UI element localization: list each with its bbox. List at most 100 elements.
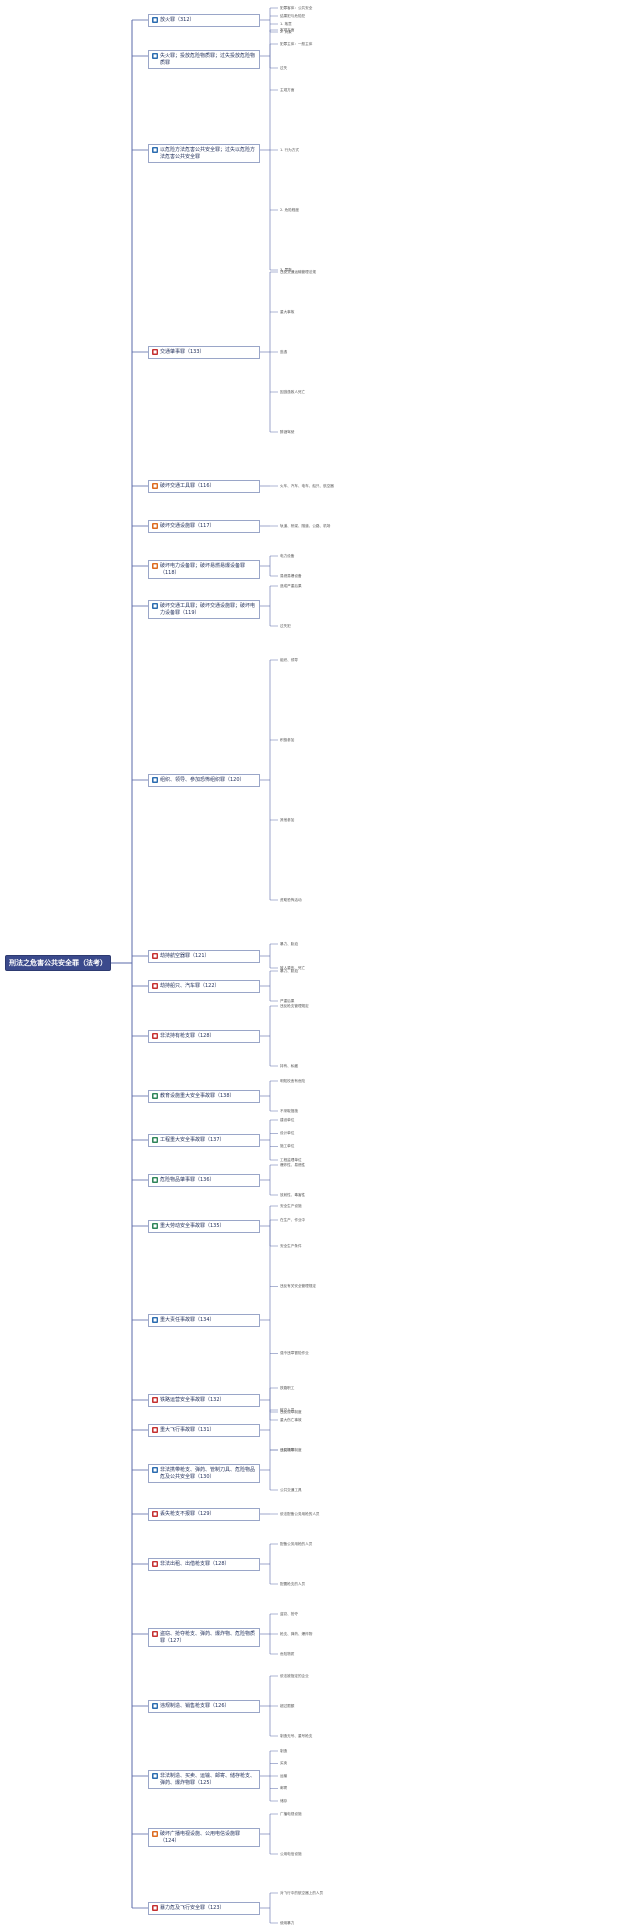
branch-detail: 致人重伤、死亡 <box>280 965 306 970</box>
branch-detail: 2. 危险程度 <box>280 207 299 212</box>
branch-label: 重大飞行事故罪（131） <box>160 1427 215 1433</box>
branch-node-b10[interactable]: ■劫持航空器罪（121） <box>148 950 260 963</box>
branch-node-b1[interactable]: ■放火罪（312） <box>148 14 260 27</box>
branch-detail: 设计单位 <box>280 1131 295 1136</box>
branch-node-b14[interactable]: ■工程重大安全事故罪（137） <box>148 1134 260 1147</box>
branch-label: 丢失枪支不报罪（129） <box>160 1511 215 1517</box>
branch-label: 破坏广播电视设施、公用电信设施罪（124） <box>160 1831 241 1844</box>
branch-node-b3[interactable]: ■以危险方法危害公共安全罪；过失以危险方法危害公共安全罪 <box>148 144 260 163</box>
branch-green-icon: ■ <box>152 1222 158 1230</box>
branch-node-b25[interactable]: ■非法制造、买卖、运输、邮寄、储存枪支、弹药、爆炸物罪（125） <box>148 1770 260 1789</box>
branch-node-b2[interactable]: ■失火罪；投放危险物质罪；过失投放危险物质罪 <box>148 50 260 69</box>
branch-blue-icon: ■ <box>152 776 158 784</box>
branch-detail: 工程监理单位 <box>280 1157 302 1162</box>
branch-node-b22[interactable]: ■非法出租、出借枪支罪（128） <box>148 1558 260 1571</box>
branch-label: 重大劳动安全事故罪（135） <box>160 1223 225 1229</box>
branch-label: 失火罪；投放危险物质罪；过失投放危险物质罪 <box>160 53 256 66</box>
branch-label: 组织、领导、参加恐怖组织罪（120） <box>160 777 245 783</box>
branch-node-b19[interactable]: ■重大飞行事故罪（131） <box>148 1424 260 1437</box>
branch-red-icon: ■ <box>152 1630 158 1638</box>
branch-red-icon: ■ <box>152 348 158 356</box>
branch-detail: 建设单位 <box>280 1117 295 1122</box>
branch-detail: 组织、领导 <box>280 657 298 662</box>
branch-node-b27[interactable]: ■暴力危及飞行安全罪（123） <box>148 1902 260 1915</box>
branch-blue-icon: ■ <box>152 16 158 24</box>
branch-detail: 公用电信设施 <box>280 1851 302 1856</box>
branch-detail: 超过限额 <box>280 1703 295 1708</box>
branch-label: 劫持航空器罪（121） <box>160 953 210 959</box>
branch-red-icon: ■ <box>152 1560 158 1568</box>
branch-detail: 违反规章制度 <box>280 1409 302 1414</box>
branch-label: 破坏交通工具罪；破坏交通设施罪；破坏电力设备罪（119） <box>160 603 256 616</box>
branch-label: 危险物品肇事罪（136） <box>160 1177 215 1183</box>
branch-node-b26[interactable]: ■破坏广播电视设施、公用电信设施罪（124） <box>148 1828 260 1847</box>
branch-detail: 航空人员 <box>280 1407 295 1412</box>
branch-detail: 使用暴力 <box>280 1920 295 1925</box>
branch-detail: 火车、汽车、电车、船只、航空器 <box>280 483 334 488</box>
branch-node-b16[interactable]: ■重大劳动安全事故罪（135） <box>148 1220 260 1233</box>
branch-detail: 逃逸 <box>280 349 288 354</box>
branch-blue-icon: ■ <box>152 1466 158 1474</box>
branch-detail: 持有、私藏 <box>280 1063 298 1068</box>
branch-node-b4[interactable]: ■交通肇事罪（133） <box>148 346 260 359</box>
branch-detail: 违反规章制度 <box>280 1447 302 1452</box>
branch-detail: 危险物质 <box>280 1651 295 1656</box>
branch-detail: 配备公务用枪的人员 <box>280 1541 313 1546</box>
branch-orange-icon: ■ <box>152 522 158 530</box>
branch-detail: 1. 行为方式 <box>280 147 299 152</box>
branch-label: 盗窃、抢夺枪支、弹药、爆炸物、危险物质罪（127） <box>160 1631 256 1644</box>
branch-node-b15[interactable]: ■危险物品肇事罪（136） <box>148 1174 260 1187</box>
branch-node-b5[interactable]: ■破坏交通工具罪（116） <box>148 480 260 493</box>
branch-label: 劫持船只、汽车罪（122） <box>160 983 220 989</box>
branch-label: 铁路运营安全事故罪（132） <box>160 1397 225 1403</box>
branch-blue-icon: ■ <box>152 1316 158 1324</box>
branch-detail: 轨道、桥梁、隧道、公路、机场 <box>280 523 331 528</box>
branch-node-b24[interactable]: ■违规制造、销售枪支罪（126） <box>148 1700 260 1713</box>
branch-node-b17[interactable]: ■重大责任事故罪（134） <box>148 1314 260 1327</box>
branch-detail: 主观方面 <box>280 87 295 92</box>
branch-detail: 重大事故 <box>280 309 295 314</box>
branch-label: 破坏电力设备罪；破坏易燃易爆设备罪（118） <box>160 563 246 576</box>
branch-detail: 配置枪支的人员 <box>280 1581 306 1586</box>
branch-detail: 依法被指定的企业 <box>280 1673 309 1678</box>
branch-node-b11[interactable]: ■劫持船只、汽车罪（122） <box>148 980 260 993</box>
branch-node-b8[interactable]: ■破坏交通工具罪；破坏交通设施罪；破坏电力设备罪（119） <box>148 600 260 619</box>
branch-node-b20[interactable]: ■非法携带枪支、弹药、管制刀具、危险物品危及公共安全罪（130） <box>148 1464 260 1483</box>
root-node[interactable]: 刑法之危害公共安全罪（法考） <box>6 956 110 970</box>
branch-detail: 枪支、弹药、爆炸物 <box>280 1631 313 1636</box>
branch-label: 工程重大安全事故罪（137） <box>160 1137 225 1143</box>
branch-detail: 邮寄 <box>280 1786 288 1791</box>
branch-detail: 铁路职工 <box>280 1385 295 1390</box>
branch-green-icon: ■ <box>152 1136 158 1144</box>
branch-detail: 过失犯 <box>280 623 291 628</box>
branch-detail: 强令违章冒险作业 <box>280 1351 309 1356</box>
branch-label: 非法制造、买卖、运输、邮寄、储存枪支、弹药、爆炸物罪（125） <box>160 1773 256 1786</box>
branch-node-b13[interactable]: ■教育设施重大安全事故罪（138） <box>148 1090 260 1103</box>
branch-detail: 违反有关安全管理规定 <box>280 1284 316 1289</box>
branch-detail: 醉酒驾驶 <box>280 429 295 434</box>
branch-red-icon: ■ <box>152 952 158 960</box>
branch-blue-icon: ■ <box>152 1772 158 1780</box>
branch-detail: 结果犯与危险犯 <box>280 13 306 18</box>
branch-node-b21[interactable]: ■丢失枪支不报罪（129） <box>148 1508 260 1521</box>
branch-node-b18[interactable]: ■铁路运营安全事故罪（132） <box>148 1394 260 1407</box>
branch-red-icon: ■ <box>152 1032 158 1040</box>
branch-node-b7[interactable]: ■破坏电力设备罪；破坏易燃易爆设备罪（118） <box>148 560 260 579</box>
branch-node-b12[interactable]: ■非法持有枪支罪（128） <box>148 1030 260 1043</box>
branch-detail: 犯罪主体：一般主体 <box>280 41 313 46</box>
branch-detail: 施工单位 <box>280 1144 295 1149</box>
branch-node-b6[interactable]: ■破坏交通设施罪（117） <box>148 520 260 533</box>
branch-detail: 犯罪客体：公共安全 <box>280 5 313 10</box>
branch-label: 非法携带枪支、弹药、管制刀具、危险物品危及公共安全罪（130） <box>160 1467 256 1480</box>
branch-orange-icon: ■ <box>152 482 158 490</box>
branch-node-b9[interactable]: ■组织、领导、参加恐怖组织罪（120） <box>148 774 260 787</box>
branch-detail: 储存 <box>280 1798 288 1803</box>
branch-detail: 资助恐怖活动 <box>280 897 302 902</box>
branch-label: 放火罪（312） <box>160 17 195 23</box>
branch-detail: 运输 <box>280 1773 288 1778</box>
branch-red-icon: ■ <box>152 1904 158 1912</box>
branch-detail: 违反交通运输管理法规 <box>280 269 316 274</box>
branch-node-b23[interactable]: ■盗窃、抢夺枪支、弹药、爆炸物、危险物质罪（127） <box>148 1628 260 1647</box>
branch-green-icon: ■ <box>152 1176 158 1184</box>
